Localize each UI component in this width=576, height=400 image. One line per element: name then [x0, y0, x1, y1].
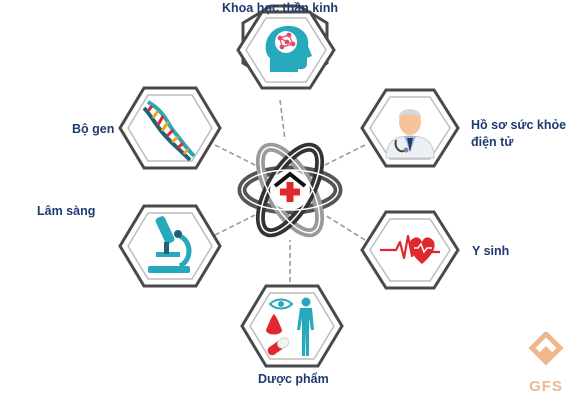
gfs-logo-icon — [528, 332, 564, 366]
label-genome: Bộ gen — [72, 122, 115, 136]
dna-icon — [142, 100, 196, 162]
connector-upper-left — [214, 144, 256, 166]
connector-upper-right — [324, 144, 366, 166]
hex-inner-bottom — [249, 292, 335, 360]
connectors — [214, 99, 366, 282]
hex-inner-lower-left — [127, 212, 213, 280]
label-ehr-line2: điện tử — [471, 135, 514, 149]
label-ehr-line1: Hồ sơ sức khỏe — [471, 118, 567, 132]
hospital-cross-knot-icon — [237, 142, 343, 238]
label-clinical: Lâm sàng — [37, 204, 96, 218]
pharma-body-icon — [266, 297, 314, 356]
watermark-text: GFS — [529, 378, 563, 395]
label-biomedical: Y sinh — [472, 244, 510, 258]
brain-head-icon — [265, 25, 312, 73]
connector-lower-left — [214, 214, 256, 236]
doctor-icon — [385, 109, 435, 159]
connector-top — [279, 99, 286, 141]
label-neuroscience: Khoa học thần kinh — [222, 1, 338, 15]
microscope-icon — [148, 216, 192, 273]
label-pharmaceutical: Dược phẩm — [258, 372, 329, 386]
heart-pulse-icon — [380, 234, 440, 264]
connector-lower-right — [324, 214, 366, 241]
